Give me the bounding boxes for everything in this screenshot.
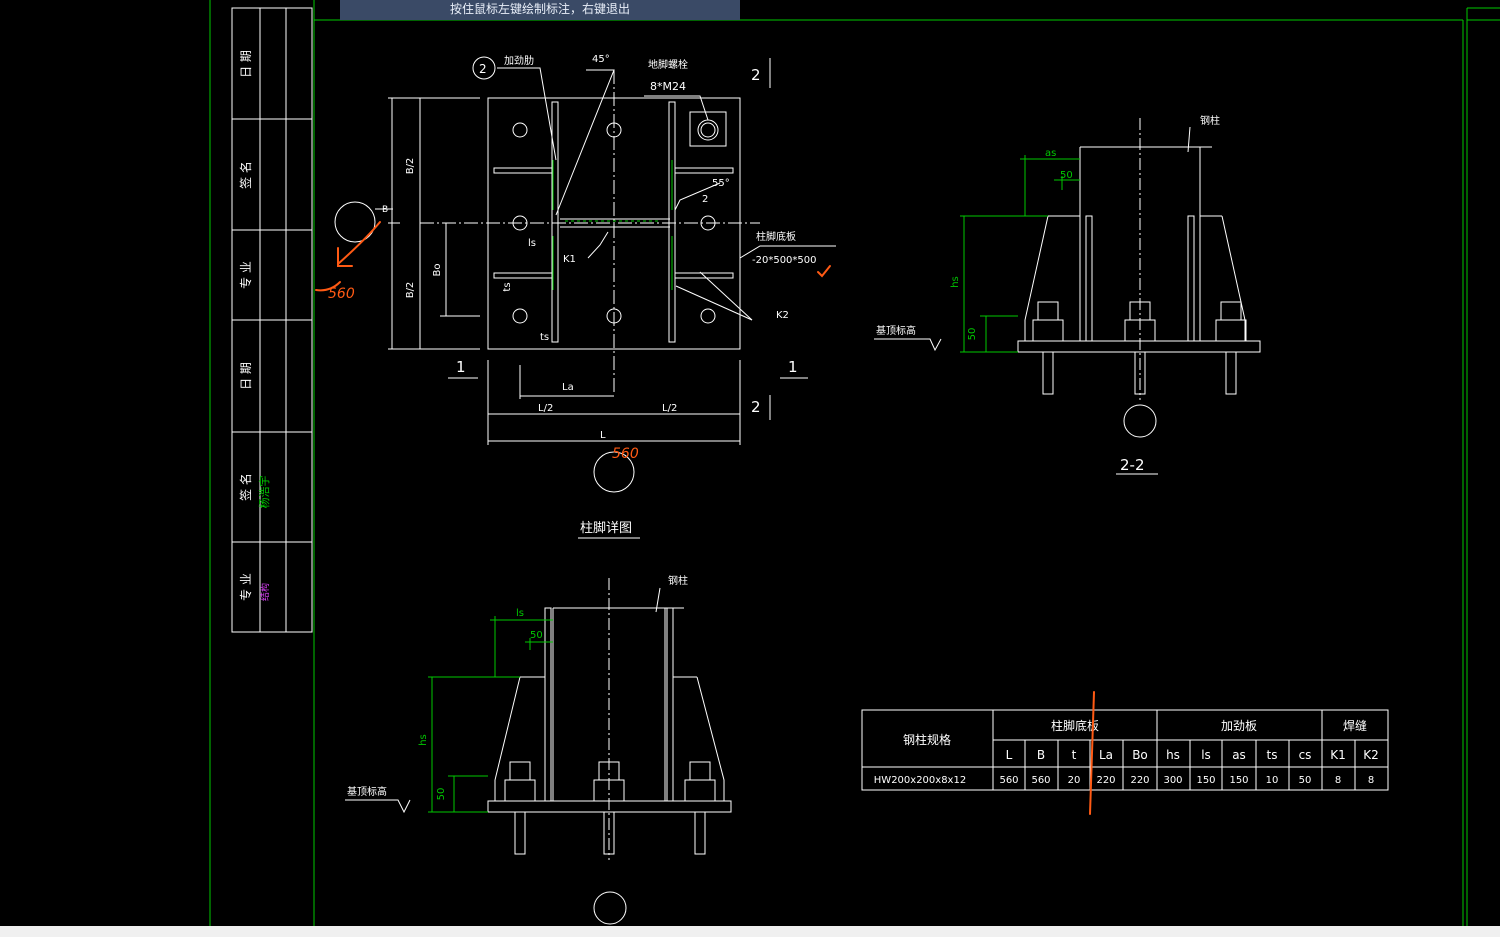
table-val-B: 560 [1031,775,1050,786]
s11-dim-50b: 50 [436,788,447,801]
plan-view [334,56,836,493]
table-header-K2: K2 [1363,748,1379,762]
table-group-stiff: 加劲板 [1221,719,1257,733]
table-col-spec: 钢柱规格 [903,732,951,747]
baseplate-label: 柱脚底板 [756,230,796,243]
table-group-weld: 焊缝 [1343,718,1367,733]
tb-major-2: 专 业 [238,573,253,601]
s11-dim-50: 50 [530,630,543,641]
table-header-L: L [1006,748,1013,762]
dim-L: L [600,430,606,441]
handwritten-annotations [315,221,1095,815]
tb-major-value: 结构 [259,583,271,601]
tb-signature: 杨浩宇 [257,476,271,509]
dim-L2-right: L/2 [662,403,677,414]
dim-La: La [562,382,574,393]
dim-B2-top: B/2 [405,158,416,175]
dim-ls: ls [528,238,536,249]
section-1-right: 1 [788,358,798,376]
handwritten-plan-bottom: 560 [612,446,639,462]
table-row-spec: HW200x200x8x12 [874,775,966,786]
section-2-2 [874,118,1261,475]
table-val-ts: 10 [1266,775,1279,786]
weld-K2: K2 [776,310,789,321]
table-header-K1: K1 [1330,748,1346,762]
handwritten-numbers: 560 560 [328,286,639,462]
drawing-frame [209,0,1500,926]
tb-sign-1: 签 名 [238,161,253,189]
table-header-B: B [1037,748,1045,762]
section-2-2-dims [960,155,1080,353]
table-val-L: 560 [999,775,1018,786]
plan-caption: 柱脚详图 [580,520,632,536]
tooltip-bar: 按住鼠标左键绘制标注，右键退出 [340,0,740,20]
spec-table-text: 钢柱规格 柱脚底板 加劲板 焊缝 L B t La Bo hs ls as ts… [874,718,1379,786]
s22-dim-50b: 50 [967,328,978,341]
table-header-hs: hs [1166,748,1180,762]
angle-55: 55° [712,178,730,189]
section-1-left: 1 [456,358,466,376]
anchor-spec: 8*M24 [650,80,686,93]
s22-dim-50: 50 [1060,170,1073,181]
plan-text: 2 加劲肋 45° 地脚螺栓 8*M24 2 2 1 1 55° 2 柱脚底板 … [382,54,817,536]
dim-L2-left: L/2 [538,403,553,414]
table-header-ls: ls [1201,748,1211,762]
s22-dim-as: as [1045,148,1056,159]
callout-number: 2 [479,62,487,76]
stiffener-label: 加劲肋 [504,54,534,67]
table-val-ls: 150 [1196,775,1215,786]
bottom-status-strip [0,926,1500,937]
handwritten-plan-left: 560 [328,286,355,302]
s22-column-label: 钢柱 [1200,114,1220,127]
dim-Bo: Bo [432,264,443,277]
s22-title: 2-2 [1120,456,1145,474]
s22-dim-hs: hs [950,276,961,288]
table-header-ts: ts [1267,748,1278,762]
anchor-label: 地脚螺栓 [648,58,688,71]
table-val-La: 220 [1096,775,1115,786]
section-2-2-text: 钢柱 as 50 hs 50 基顶标高 2-2 [876,114,1220,474]
table-val-as: 150 [1229,775,1248,786]
weld-K1: K1 [563,254,576,265]
table-val-K1: 8 [1335,775,1341,786]
s22-elevation: 基顶标高 [876,324,916,337]
table-val-Bo: 220 [1130,775,1149,786]
marker-B: B [382,205,388,215]
weld-marks [552,160,673,290]
title-block [231,7,313,633]
tb-date-2: 日 期 [239,362,253,390]
table-header-Bo: Bo [1132,748,1148,762]
table-header-La: La [1099,748,1113,762]
s11-dim-ls: ls [516,608,524,619]
section-2-top: 2 [751,66,761,84]
dim-ts: ts [502,282,513,291]
s11-column-label: 钢柱 [668,574,688,587]
table-val-K2: 8 [1368,775,1374,786]
spec-table-grid [861,709,1389,791]
weld-2: 2 [702,194,708,205]
tb-major-1: 专 业 [238,261,253,289]
table-header-t: t [1072,748,1077,762]
dim-B2-bottom: B/2 [405,282,416,299]
section-1-1 [345,578,732,925]
table-header-as: as [1232,748,1246,762]
angle-45: 45° [592,54,610,65]
s11-dim-hs: hs [418,734,429,746]
table-val-hs: 300 [1163,775,1182,786]
title-block-labels: 日 期 签 名 专 业 日 期 签 名 专 业 杨浩宇 结构 [238,50,271,601]
section-1-1-dims [428,616,553,813]
section-2-bottom: 2 [751,398,761,416]
section-1-1-text: 钢柱 ls 50 hs 50 基顶标高 [347,574,688,800]
table-group-base: 柱脚底板 [1051,718,1099,733]
tb-date-1: 日 期 [239,50,253,78]
table-header-cs: cs [1299,748,1312,762]
table-val-t: 20 [1068,775,1081,786]
baseplate-spec: -20*500*500 [752,255,817,266]
s11-elevation: 基顶标高 [347,785,387,798]
table-val-cs: 50 [1299,775,1312,786]
dim-ts-2: ts [540,332,549,343]
tb-sign-2: 签 名 [238,473,253,501]
